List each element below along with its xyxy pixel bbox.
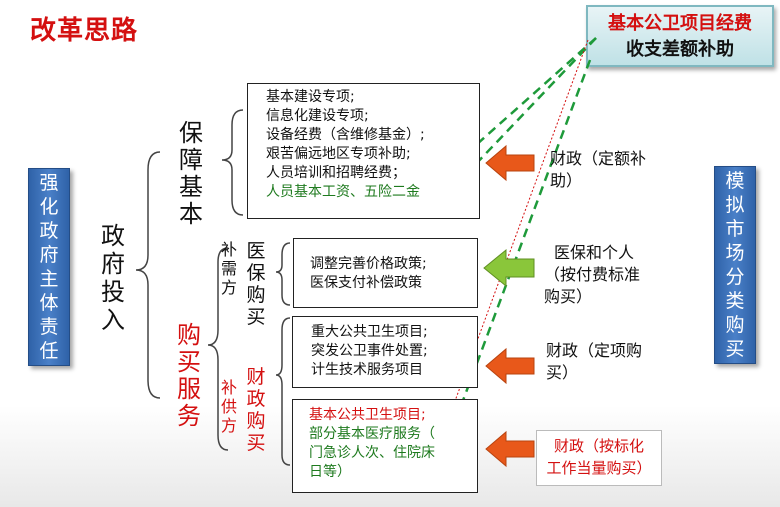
funding-line: 财政（定额补 — [550, 149, 647, 168]
banner-char: 买 — [725, 338, 745, 360]
funding-line: 工作当量购买） — [546, 459, 652, 477]
banner-char: 责 — [39, 316, 59, 338]
label-char: 服 — [177, 375, 201, 403]
banner-char: 拟 — [725, 194, 745, 216]
box1-item: 设备经费（含维修基金）; — [266, 127, 425, 143]
box2-item: 医保支付补偿政策 — [310, 275, 422, 291]
label-char: 政 — [101, 222, 125, 250]
box1-item: 艰苦偏远地区专项补助; — [266, 146, 411, 162]
finance-arrow-3 — [485, 430, 535, 468]
funding-workload-purchase: 财政（按标化 工作当量购买） — [536, 430, 662, 486]
funding-fixed-subsidy: 财政（定额补 助） — [550, 148, 646, 192]
page-title: 改革思路 — [30, 16, 139, 46]
label-char: 买 — [177, 348, 201, 376]
box3-item: 突发公卫事件处置; — [311, 343, 428, 359]
box3-item: 计生技术服务项目 — [311, 362, 423, 378]
label-char: 入 — [101, 306, 125, 334]
label-char: 政 — [246, 388, 266, 410]
label-char: 方 — [220, 416, 237, 435]
banner-char: 主 — [39, 268, 59, 290]
banner-char: 强 — [39, 172, 59, 194]
finance-arrow-1 — [485, 144, 535, 182]
funding-callout: 基本公卫项目经费 收支差额补助 — [586, 5, 774, 67]
funding-project-purchase: 财政（定项购 买） — [546, 340, 642, 384]
label-char: 障 — [179, 146, 203, 174]
banner-char: 分 — [725, 266, 745, 288]
banner-char: 体 — [39, 292, 59, 314]
label-char: 补 — [220, 378, 237, 397]
guarantee-basic-label: 保 障 基 本 — [176, 120, 206, 228]
purchase-services-label: 购 买 服 务 — [174, 322, 204, 430]
label-char: 购 — [246, 284, 266, 306]
finance-project-box: 重大公共卫生项目; 突发公卫事件处置; 计生技术服务项目 — [292, 316, 478, 388]
box1-item: 信息化建设专项; — [266, 108, 369, 124]
funding-line: （按付费标准 — [544, 265, 641, 284]
banner-char: 市 — [725, 218, 745, 240]
banner-char: 购 — [725, 314, 745, 336]
label-char: 本 — [179, 200, 203, 228]
right-banner: 模 拟 市 场 分 类 购 买 — [714, 166, 756, 364]
funding-line: 医保和个人 — [554, 243, 635, 262]
insurance-brace — [275, 242, 291, 306]
govt-input-label: 政 府 投 入 — [98, 222, 128, 334]
label-char: 保 — [179, 119, 203, 147]
box3-item: 重大公共卫生项目; — [311, 324, 428, 340]
purchase-brace — [207, 247, 229, 451]
guarantee-brace — [221, 109, 244, 216]
banner-char: 政 — [39, 220, 59, 242]
label-char: 府 — [101, 250, 125, 278]
basic-services-box: 基本公共卫生项目; 部分基本医疗服务（ 门急诊人次、住院床 日等） — [292, 399, 478, 493]
box2-item: 调整完善价格政策; — [310, 256, 427, 272]
label-char: 方 — [220, 278, 237, 297]
funding-line: 购买） — [544, 287, 593, 306]
label-char: 保 — [246, 262, 266, 284]
box1-item: 人员基本工资、五险二金 — [266, 184, 420, 200]
box4-item: 日等） — [309, 464, 351, 480]
finance-purchase-label: 财 政 购 买 — [244, 366, 268, 454]
label-char: 购 — [246, 410, 266, 432]
funding-line: 财政（定项购 — [546, 341, 643, 360]
demand-side-label: 补 需 方 — [220, 240, 238, 297]
funding-line: 助） — [550, 171, 583, 190]
label-char: 购 — [177, 321, 201, 349]
label-char: 投 — [101, 278, 125, 306]
label-char: 基 — [179, 173, 203, 201]
banner-char: 类 — [725, 290, 745, 312]
insurance-policy-box: 调整完善价格政策; 医保支付补偿政策 — [293, 238, 478, 308]
label-char: 买 — [246, 306, 266, 328]
banner-char: 场 — [725, 242, 745, 264]
box4-item: 部分基本医疗服务（ — [309, 426, 435, 442]
callout-line-2: 收支差额补助 — [626, 39, 734, 60]
banner-char: 府 — [39, 244, 59, 266]
label-char: 务 — [177, 402, 201, 430]
label-char: 财 — [246, 366, 266, 388]
finance-brace — [275, 317, 291, 466]
basic-guarantee-box: 基本建设专项; 信息化建设专项; 设备经费（含维修基金）; 艰苦偏远地区专项补助… — [247, 83, 480, 219]
supply-side-label: 补 供 方 — [220, 378, 238, 435]
funding-insurance-personal: 医保和个人 （按付费标准 购买） — [544, 242, 640, 308]
left-banner: 强 化 政 府 主 体 责 任 — [28, 168, 70, 366]
box4-item: 基本公共卫生项目; — [309, 407, 426, 423]
box1-item: 人员培训和招聘经费； — [266, 165, 406, 181]
finance-arrow-2 — [485, 347, 535, 385]
funding-line: 买） — [546, 363, 579, 382]
label-char: 供 — [220, 397, 237, 416]
banner-char: 模 — [725, 170, 745, 192]
label-char: 医 — [246, 240, 266, 262]
main-brace — [135, 151, 161, 399]
label-char: 买 — [246, 432, 266, 454]
callout-dashed-line-3 — [450, 59, 592, 431]
label-char: 补 — [220, 240, 237, 259]
box4-item: 门急诊人次、住院床 — [309, 445, 435, 461]
insurance-arrow — [483, 248, 535, 288]
insurance-purchase-label: 医 保 购 买 — [244, 240, 268, 328]
box1-item: 基本建设专项; — [266, 89, 355, 105]
funding-line: 财政（按标化 — [553, 437, 644, 455]
label-char: 需 — [220, 259, 237, 278]
callout-line-1: 基本公卫项目经费 — [608, 13, 752, 34]
banner-char: 化 — [39, 196, 59, 218]
banner-char: 任 — [39, 340, 59, 362]
